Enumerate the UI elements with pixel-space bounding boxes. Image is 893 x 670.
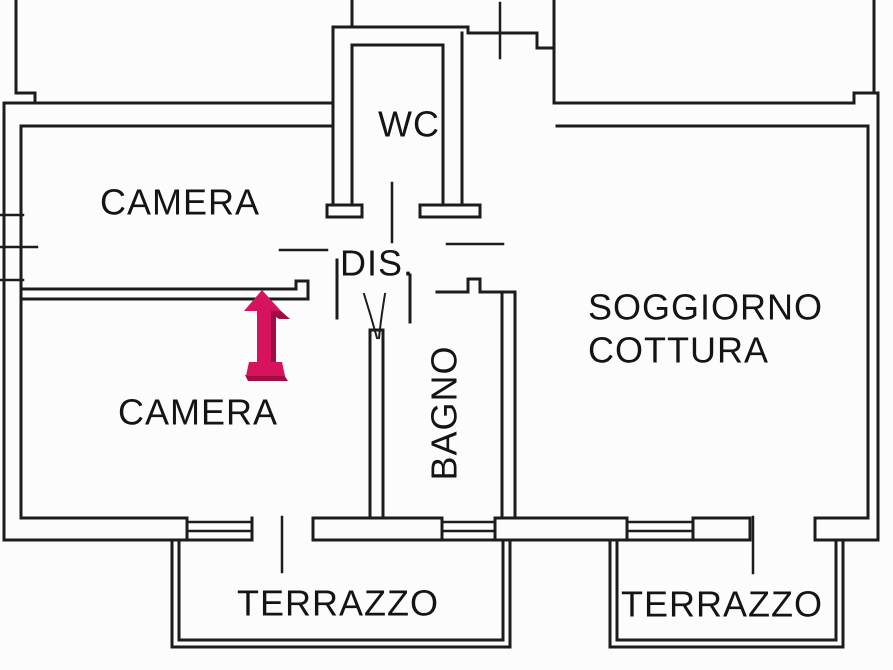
wall-top-inner — [19, 124, 335, 520]
room-label-bagno: BAGNO — [424, 345, 465, 480]
room-label-dis: DIS. — [340, 243, 414, 284]
wall-bagno-top-notch — [466, 277, 482, 294]
terrace-parapets — [170, 538, 845, 649]
terrazzo-right-inner — [615, 538, 838, 642]
arrow-shade-side — [271, 311, 290, 366]
room-label-soggiorno-line1: SOGGIORNO — [588, 287, 823, 328]
wall-topleft-stub — [14, 0, 37, 105]
interior-walls — [19, 31, 517, 520]
wall-camera-divider-jamb — [283, 279, 310, 301]
wall-wc-left-foot — [325, 203, 364, 219]
terrazzo-left-inner — [177, 538, 505, 642]
wall-top-and-left-outer — [2, 101, 335, 542]
door-bagno-swing — [362, 292, 387, 340]
room-label-camera-bottom: CAMERA — [118, 392, 278, 433]
window-left-wall-ticks — [0, 213, 39, 282]
room-label-soggiorno-line2: COTTURA — [588, 330, 769, 371]
room-label-terrazzo-right: TERRAZZO — [621, 584, 823, 625]
room-labels: CAMERA WC DIS. BAGNO SOGGIORNO COTTURA C… — [100, 104, 823, 625]
room-label-wc: WC — [378, 104, 440, 145]
wall-soggiorno-inner — [555, 124, 870, 520]
wall-wc-right-foot — [418, 203, 482, 219]
wall-bagno-right — [500, 290, 517, 520]
room-label-camera-top: CAMERA — [100, 182, 260, 223]
door-swings — [278, 1, 755, 575]
arrow-front-face — [244, 290, 285, 376]
arrow-shade-base — [245, 375, 288, 381]
up-arrow-icon — [244, 290, 290, 381]
terrazzo-right-outer — [608, 538, 845, 649]
window-symbols — [0, 213, 695, 542]
terrazzo-left-outer — [170, 538, 512, 649]
room-label-terrazzo-left: TERRAZZO — [237, 583, 439, 624]
